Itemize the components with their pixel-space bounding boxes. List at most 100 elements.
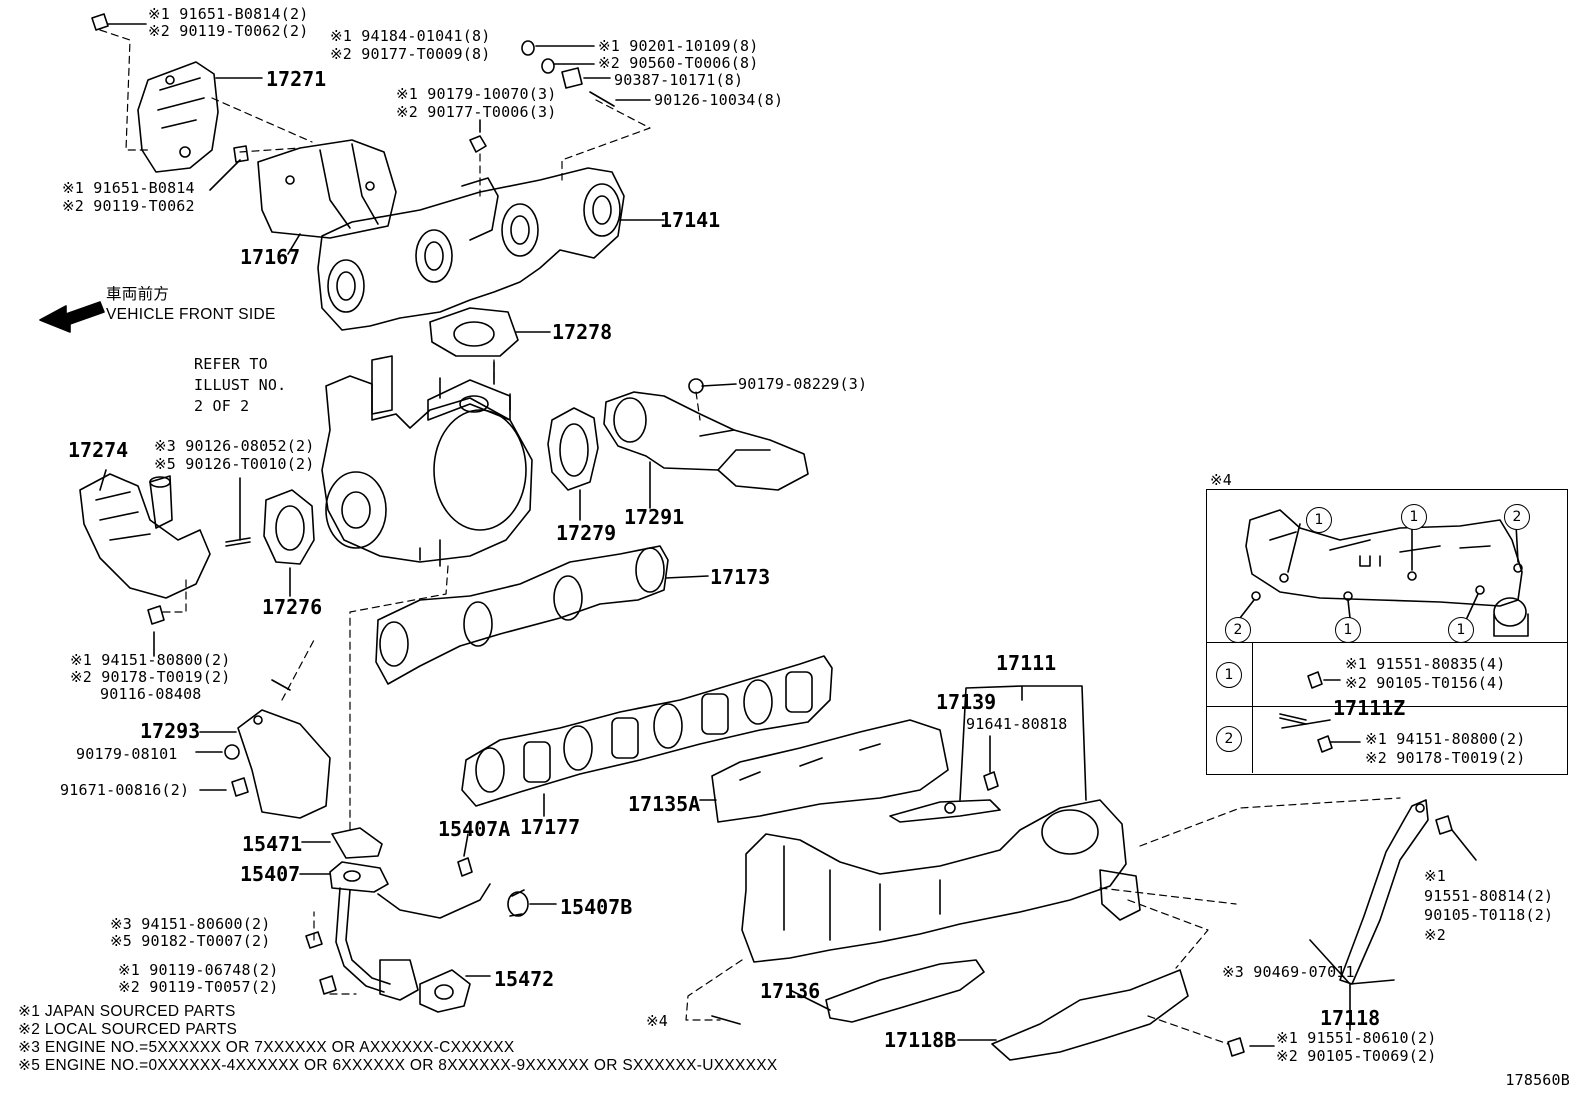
drawing-reference: 178560B: [1505, 1071, 1570, 1089]
fastener-label: ※3 90469-07011: [1222, 963, 1355, 981]
inset-key-cell: 1: [1207, 643, 1253, 709]
gasket-17276: [263, 489, 315, 565]
exhaust-pipe-17291: [603, 391, 809, 491]
part-label-17271: 17271: [266, 67, 327, 91]
cover-17135A: [711, 719, 949, 823]
fastener-label: ※1 91551-80835(4): [1345, 655, 1506, 673]
inset-marker: 2: [1225, 617, 1251, 643]
fastener-label: 90179-08229(3): [738, 375, 868, 393]
inset-row-1: 1 ※1 91551-80835(4) ※2 90105-T0156(4): [1207, 642, 1567, 709]
fastener-label: ※2 90105-T0156(4): [1345, 674, 1506, 692]
gasket-17177: [461, 655, 833, 807]
part-label-17135A: 17135A: [628, 792, 701, 816]
clamp-15407B: [507, 889, 529, 917]
part-label-17111Z: 17111Z: [1333, 696, 1406, 720]
inset-marker: 2: [1504, 504, 1530, 530]
gasket-17278: [429, 307, 519, 357]
fastener-label: 90179-08101: [76, 745, 178, 763]
part-label-17278: 17278: [552, 320, 613, 344]
part-label-17167: 17167: [240, 245, 301, 269]
inset-marker: 1: [1335, 617, 1361, 643]
gasket-17279: [547, 407, 599, 491]
cover-17136: [825, 959, 985, 1023]
fastener-label: ※1 90201-10109(8): [598, 37, 759, 55]
part-label-15471: 15471: [242, 832, 303, 856]
air-inlet-elbow-17274: [79, 473, 211, 599]
inset-manifold-sketch: [1239, 509, 1529, 753]
fastener-label: ※2 90119-T0057(2): [118, 978, 279, 996]
part-label-17173: 17173: [710, 565, 771, 589]
fastener-label: 90116-08408: [100, 685, 202, 703]
inset-marker: 1: [1401, 504, 1427, 530]
fastener-label: 90387-10171(8): [614, 71, 744, 89]
bracket-17293: [237, 709, 331, 819]
inset-title: ※4: [1210, 471, 1232, 489]
leader-lines: [99, 23, 1477, 1047]
turbocharger: [321, 355, 533, 567]
fastener-label: ※2 90177-T0009(8): [330, 45, 491, 63]
fastener-label: ※3 94151-80600(2): [110, 915, 271, 933]
fastener-label: ※2: [1424, 926, 1446, 944]
inset-key-cell: 2: [1207, 707, 1253, 773]
part-label-15407: 15407: [240, 862, 301, 886]
fastener-label: 90126-10034(8): [654, 91, 784, 109]
fastener-label: 90105-T0118(2): [1424, 906, 1554, 924]
part-label-17293: 17293: [140, 719, 201, 743]
direction-jp: 車両前方: [106, 286, 170, 303]
fastener-label: ※1 94184-01041(8): [330, 27, 491, 45]
part-label-17139: 17139: [936, 690, 997, 714]
gasket-17173: [375, 545, 669, 685]
fastener-label: ※5 90126-T0010(2): [154, 455, 315, 473]
footnote: ※3 ENGINE NO.=5XXXXXX OR 7XXXXXX OR AXXX…: [18, 1039, 515, 1056]
fastener-label: 91641-80818: [966, 715, 1068, 733]
heat-insulator-17167: [257, 139, 397, 239]
fastener-label: ※2 90560-T0006(8): [598, 54, 759, 72]
part-label-17291: 17291: [624, 505, 685, 529]
fastener-label: ※2 90178-T0019(2): [1365, 749, 1526, 767]
fastener-label: ※4: [646, 1012, 668, 1030]
fastener-label: ※5 90182-T0007(2): [110, 932, 271, 950]
exhaust-manifold-17141: [317, 167, 625, 331]
fastener-label: 91551-80814(2): [1424, 887, 1554, 905]
fastener-label: ※1 91551-80610(2): [1276, 1029, 1437, 1047]
part-label-17118B: 17118B: [884, 1028, 957, 1052]
fastener-label: ※2 90119-T0062(2): [148, 22, 309, 40]
fastener-label: ※3 90126-08052(2): [154, 437, 315, 455]
part-label-15407A: 15407A: [438, 817, 511, 841]
fastener-label: ※1: [1424, 867, 1446, 885]
bracket-17118: [1339, 799, 1429, 985]
fastener-label: 91671-00816(2): [60, 781, 190, 799]
inset-marker: 1: [1306, 507, 1332, 533]
bracket-17118B: [991, 969, 1189, 1061]
inset-key: 1: [1216, 662, 1242, 688]
fastener-label: ※1 91651-B0814: [62, 179, 195, 197]
footnote: ※2 LOCAL SOURCED PARTS: [18, 1021, 238, 1038]
fastener-label: ※2 90177-T0006(3): [396, 103, 557, 121]
inset-key: 2: [1216, 726, 1242, 752]
part-label-17111: 17111: [996, 651, 1057, 675]
stud-icon: [225, 537, 251, 547]
refer-note: 2 OF 2: [194, 397, 250, 415]
heat-insulator-17271: [137, 61, 219, 173]
part-label-17276: 17276: [262, 595, 323, 619]
fastener-label: ※1 90179-10070(3): [396, 85, 557, 103]
part-label-15407B: 15407B: [560, 895, 633, 919]
alignment-dashes: [99, 29, 1401, 1045]
part-label-15472: 15472: [494, 967, 555, 991]
egr-pipe-15407: [329, 861, 491, 1001]
gasket-15471: [331, 827, 383, 859]
fastener-label: ※1 91651-B0814(2): [148, 5, 309, 23]
fastener-label: ※2 90119-T0062: [62, 197, 195, 215]
inset-panel: 1 1 2 2 1 1 1 ※1 91551-80835(4) ※2 90105…: [1206, 489, 1568, 775]
footnote: ※1 JAPAN SOURCED PARTS: [18, 1003, 236, 1020]
inset-marker: 1: [1448, 617, 1474, 643]
refer-note: ILLUST NO.: [194, 376, 287, 394]
part-label-17141: 17141: [660, 208, 721, 232]
direction-en: VEHICLE FRONT SIDE: [106, 306, 276, 323]
part-label-17279: 17279: [556, 521, 617, 545]
inset-row-2: 2 17111Z ※1 94151-80800(2) ※2 90178-T001…: [1207, 697, 1567, 773]
part-label-17177: 17177: [520, 815, 581, 839]
part-label-17274: 17274: [68, 438, 129, 462]
footnote: ※5 ENGINE NO.=0XXXXXX-4XXXXXX OR 6XXXXXX…: [18, 1057, 778, 1074]
